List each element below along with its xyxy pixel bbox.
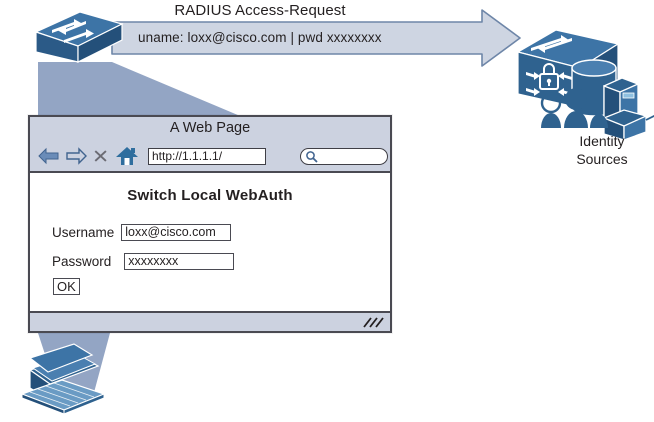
identity-label-line2: Sources [576, 151, 628, 167]
password-label: Password [52, 254, 112, 269]
status-bar [30, 311, 390, 331]
username-label: Username [52, 225, 115, 240]
network-switch-icon [34, 11, 124, 63]
search-icon [306, 150, 318, 163]
credentials-message: uname: loxx@cisco.com | pwd xxxxxxxx [138, 30, 382, 45]
radius-request-title: RADIUS Access-Request [174, 2, 346, 19]
back-arrow-icon[interactable] [38, 146, 60, 166]
password-row: Password xxxxxxxx [52, 253, 235, 270]
user-group-icon [540, 88, 608, 128]
search-input[interactable] [300, 147, 388, 165]
browser-window: A Web Page http://1.1.1.1/ [28, 115, 392, 333]
browser-chrome: A Web Page http://1.1.1.1/ [30, 117, 390, 173]
radius-arrow [111, 9, 521, 67]
browser-toolbar: http://1.1.1.1/ [30, 141, 390, 171]
page-content: Switch Local WebAuth Username loxx@cisco… [30, 173, 390, 311]
username-row: Username loxx@cisco.com [52, 224, 232, 241]
forward-arrow-icon[interactable] [65, 146, 87, 166]
password-input[interactable]: xxxxxxxx [124, 253, 235, 270]
resize-grip-icon[interactable] [362, 316, 384, 329]
ok-button[interactable]: OK [53, 278, 80, 295]
network-appliance-icon [603, 109, 654, 141]
close-icon[interactable] [92, 146, 110, 166]
identity-sources-label: Identity Sources [556, 132, 648, 168]
url-input[interactable]: http://1.1.1.1/ [148, 147, 266, 165]
home-icon[interactable] [115, 145, 139, 167]
identity-sources-group [516, 29, 654, 141]
laptop-icon [20, 343, 106, 415]
username-input[interactable]: loxx@cisco.com [121, 224, 232, 241]
window-title: A Web Page [169, 120, 251, 136]
page-heading: Switch Local WebAuth [127, 187, 293, 204]
identity-label-line1: Identity [579, 133, 625, 149]
